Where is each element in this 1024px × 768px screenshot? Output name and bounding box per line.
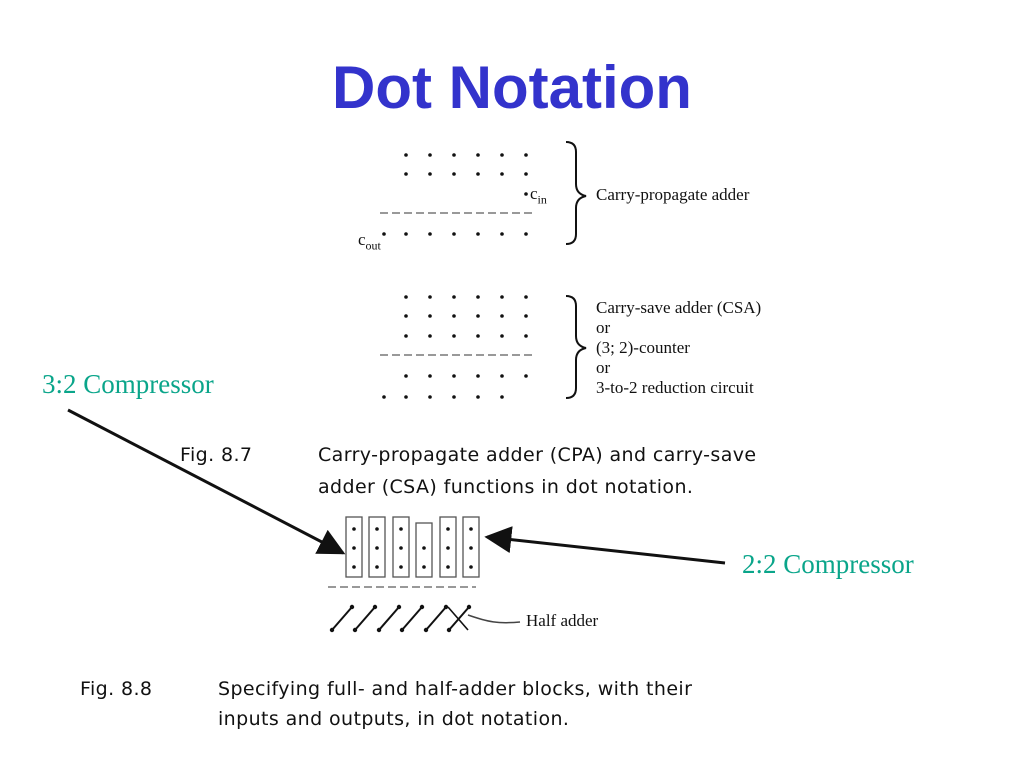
carry-out-label: cout bbox=[358, 230, 381, 253]
csa-label-line-1: Carry-save adder (CSA) bbox=[596, 298, 762, 317]
full-adder-box bbox=[368, 516, 386, 578]
fig88-input-dots bbox=[352, 527, 473, 569]
full-adder-box bbox=[392, 516, 410, 578]
full-adder-box bbox=[345, 516, 363, 578]
half-adder-box bbox=[415, 522, 433, 578]
full-adder-box bbox=[439, 516, 457, 578]
fig87-caption-number: Fig. 8.7 bbox=[180, 444, 253, 466]
csa-row-2 bbox=[404, 314, 528, 318]
compressor-22-label: 2:2 Compressor bbox=[742, 549, 914, 579]
fig88-caption-number: Fig. 8.8 bbox=[80, 678, 153, 700]
adder-output-dots bbox=[331, 606, 470, 631]
csa-row-3 bbox=[404, 334, 528, 338]
csa-row-1 bbox=[404, 295, 528, 299]
half-adder-pointer bbox=[467, 614, 521, 624]
full-adder-blocks bbox=[345, 516, 480, 578]
cpa-result-row bbox=[382, 232, 528, 236]
cpa-row-1 bbox=[404, 153, 528, 157]
cpa-label: Carry-propagate adder bbox=[596, 185, 750, 204]
cpa-brace bbox=[565, 141, 587, 245]
cpa-row-2 bbox=[404, 172, 528, 176]
csa-label-line-4: or bbox=[596, 358, 611, 377]
csa-label-line-3: (3; 2)-counter bbox=[596, 338, 690, 357]
csa-sum-row bbox=[404, 374, 528, 378]
compressor-22-arrow bbox=[484, 526, 726, 565]
carry-in-dot bbox=[524, 192, 528, 196]
compressor-32-label: 3:2 Compressor bbox=[42, 369, 214, 399]
csa-dot-matrix bbox=[382, 295, 528, 399]
slide-title: Dot Notation bbox=[332, 54, 692, 121]
cpa-dot-matrix bbox=[382, 153, 528, 236]
csa-label-line-2: or bbox=[596, 318, 611, 337]
csa-label-line-5: 3-to-2 reduction circuit bbox=[596, 378, 754, 397]
full-adder-box bbox=[462, 516, 480, 578]
half-adder-cross bbox=[447, 606, 469, 631]
half-adder-label: Half adder bbox=[526, 611, 599, 630]
compressor-32-arrow bbox=[67, 408, 346, 555]
csa-carry-row bbox=[382, 395, 504, 399]
fig87-caption-line-1: Carry-propagate adder (CPA) and carry-sa… bbox=[318, 444, 757, 466]
csa-brace bbox=[565, 295, 587, 399]
fig88-caption-line-2: inputs and outputs, in dot notation. bbox=[218, 708, 570, 730]
fig88-caption-line-1: Specifying full- and half-adder blocks, … bbox=[218, 678, 693, 700]
fig87-caption-line-2: adder (CSA) functions in dot notation. bbox=[318, 476, 694, 498]
carry-in-label: cin bbox=[530, 184, 547, 207]
